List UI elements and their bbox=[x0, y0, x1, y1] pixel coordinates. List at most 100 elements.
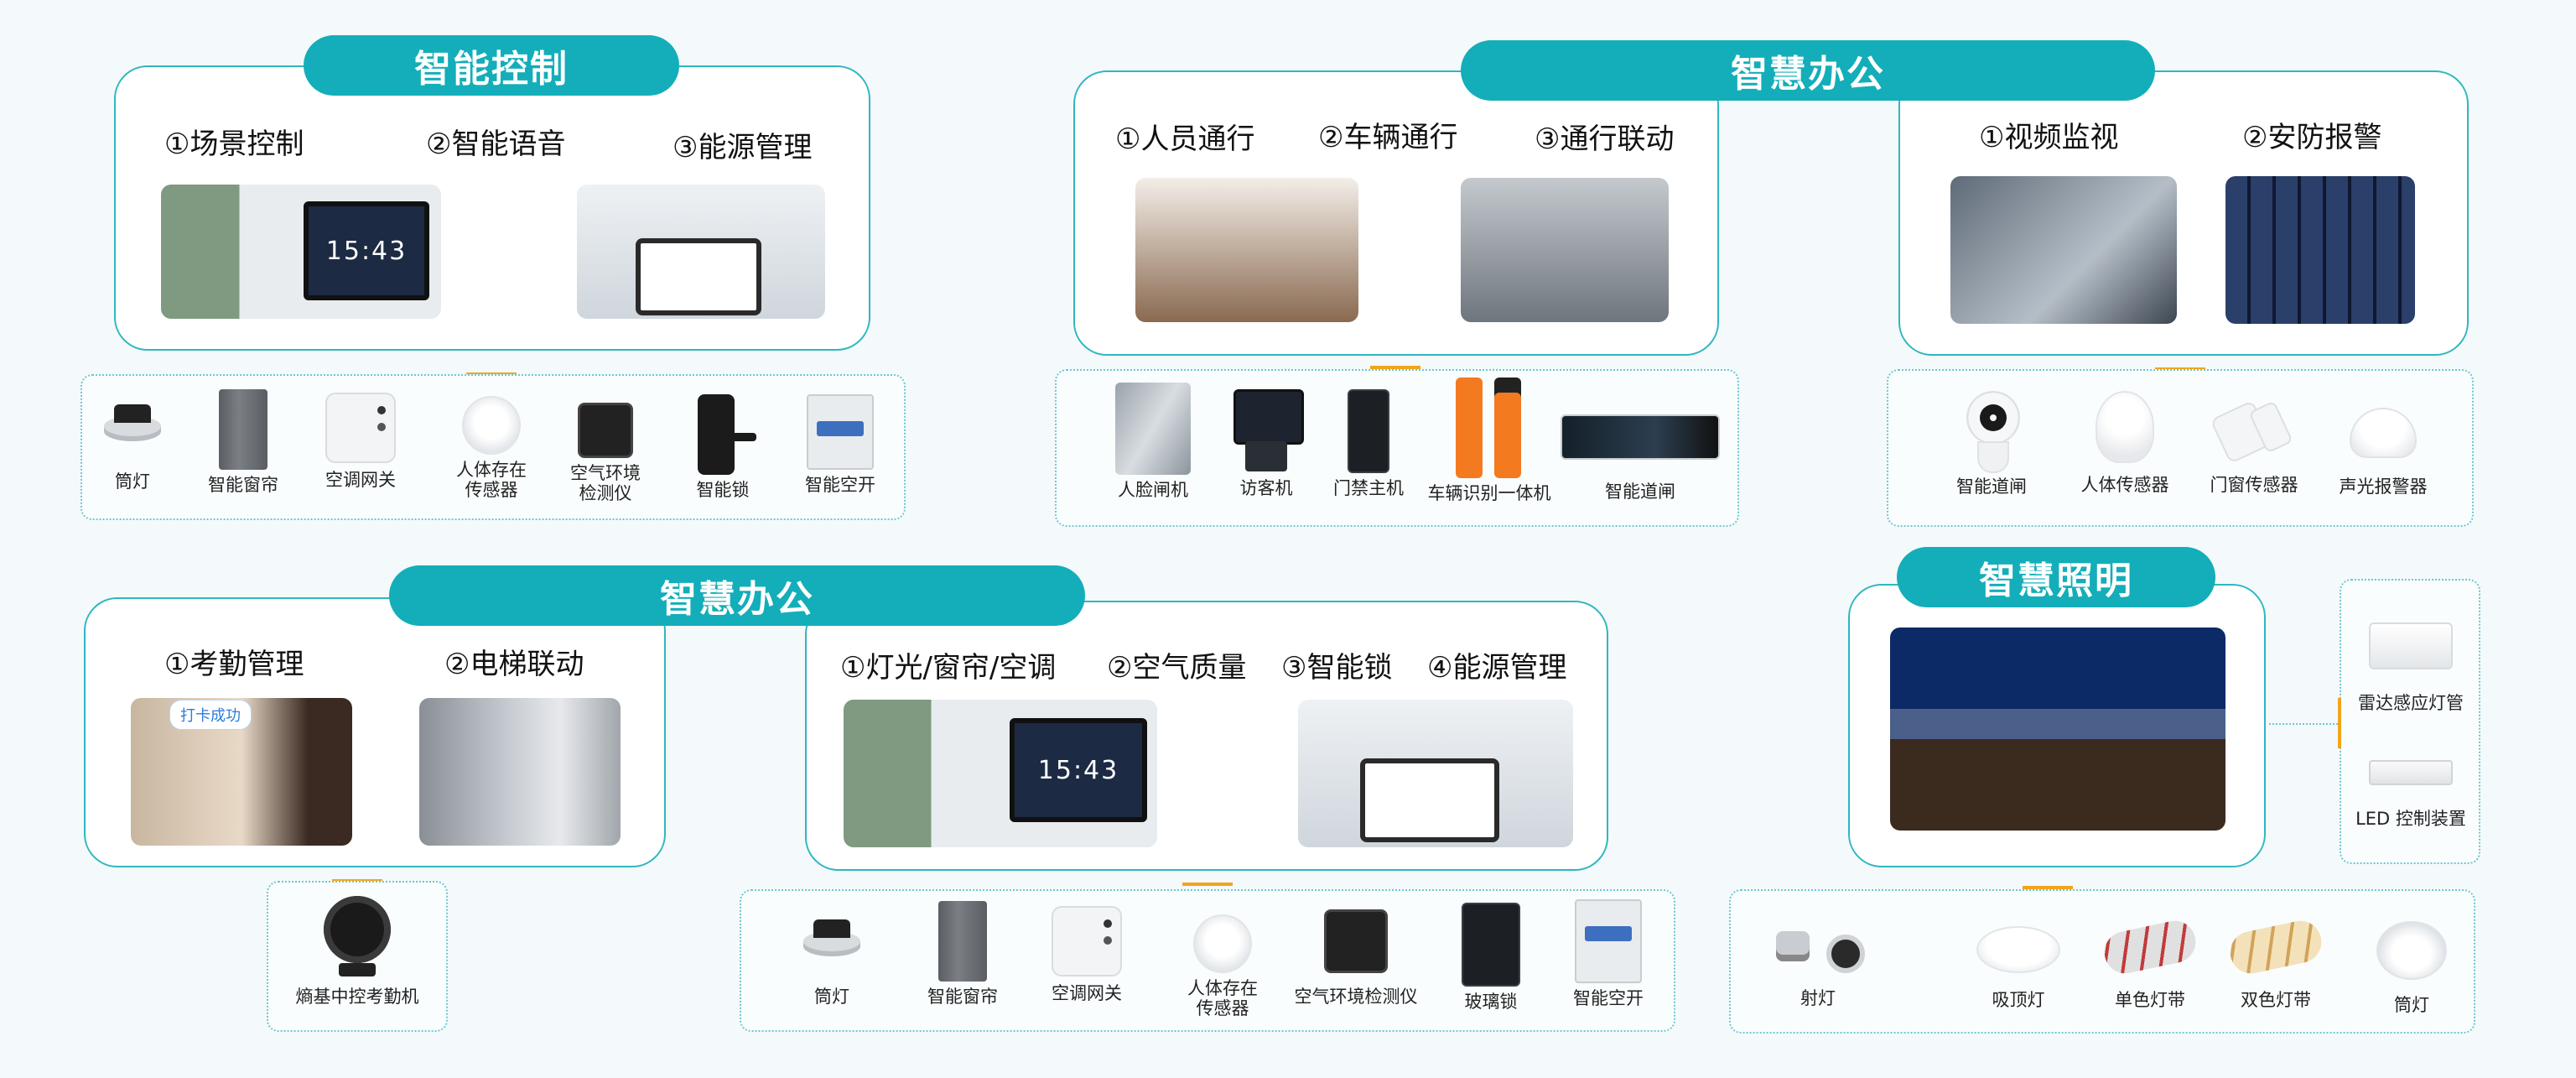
device-barrier-gate: 智能道闸 bbox=[1556, 414, 1724, 502]
curtain-icon bbox=[938, 901, 987, 982]
device-label: 智能锁 bbox=[696, 480, 750, 500]
device-label: 智能空开 bbox=[805, 475, 875, 495]
feature-personnel-access: ①人员通行 bbox=[1115, 122, 1255, 156]
device-radar-tube: 雷达感应灯管 bbox=[2348, 622, 2474, 713]
device-curtain: 智能窗帘 bbox=[921, 901, 1005, 1007]
personnel-access-photo bbox=[1135, 178, 1358, 322]
feature-voice: ②智能语音 bbox=[426, 128, 566, 161]
energy-management-photo bbox=[577, 185, 825, 319]
device-air-monitor: 空气环境 检测仪 bbox=[564, 403, 647, 503]
smart-breaker-icon bbox=[1575, 899, 1642, 983]
smart-lock-icon bbox=[698, 394, 756, 475]
device-curtain: 智能窗帘 bbox=[201, 389, 285, 495]
device-label: 玻璃锁 bbox=[1464, 992, 1518, 1012]
lpr-camera-icon bbox=[1456, 378, 1523, 478]
device-label: 智能空开 bbox=[1573, 988, 1644, 1008]
office-screen-time: 15:43 bbox=[1037, 755, 1119, 785]
feature-energy: ③能源管理 bbox=[673, 131, 813, 164]
device-motion-sensor: 人体传感器 bbox=[2075, 391, 2175, 495]
office-bottom-title: 智慧办公 bbox=[389, 565, 1085, 626]
device-label: 车辆识别一体机 bbox=[1427, 483, 1551, 503]
control-title: 智能控制 bbox=[304, 35, 679, 96]
device-access-panel: 门禁主机 bbox=[1327, 389, 1410, 498]
connector-tick bbox=[1370, 366, 1420, 369]
office-screen: 15:43 bbox=[1010, 718, 1147, 822]
camera-icon bbox=[1962, 391, 2021, 473]
device-label: 人体传感器 bbox=[2080, 475, 2169, 495]
device-ceiling-light: 吸顶灯 bbox=[1972, 926, 2064, 1010]
connector-tick bbox=[1182, 883, 1233, 886]
device-label: 吸顶灯 bbox=[1992, 990, 2045, 1010]
feature-elevator: ②电梯联动 bbox=[444, 648, 584, 681]
device-smart-breaker: 智能空开 bbox=[798, 394, 882, 495]
device-label: 人脸闸机 bbox=[1118, 480, 1188, 500]
device-label: 雷达感应灯管 bbox=[2358, 693, 2464, 713]
scene-control-photo: 15:43 bbox=[161, 185, 441, 319]
device-label: 空气环境检测仪 bbox=[1294, 987, 1418, 1007]
device-ac-gateway: 空调网关 bbox=[319, 393, 402, 490]
device-label: 筒灯 bbox=[814, 987, 849, 1007]
ac-gateway-icon bbox=[325, 393, 396, 463]
device-label: 门窗传感器 bbox=[2210, 475, 2298, 495]
glass-lock-icon bbox=[1462, 903, 1520, 987]
office-energy-photo bbox=[1298, 700, 1573, 847]
device-downlight: 筒灯 bbox=[91, 399, 174, 492]
feature-scene-control: ①场景控制 bbox=[164, 128, 304, 161]
spotlight-icon bbox=[1776, 923, 1865, 973]
mono-strip-icon bbox=[2101, 917, 2199, 977]
device-attendance-terminal: 熵基中控考勤机 bbox=[273, 896, 441, 1007]
device-label: 筒灯 bbox=[2394, 995, 2429, 1015]
lighting-title: 智慧照明 bbox=[1897, 547, 2215, 607]
connector-tick bbox=[2023, 886, 2073, 889]
control-screen: 15:43 bbox=[304, 201, 429, 300]
device-spotlight: 射灯 bbox=[1759, 923, 1877, 1008]
vehicle-lane-photo bbox=[1461, 178, 1669, 322]
device-label: 射灯 bbox=[1800, 988, 1836, 1008]
device-dual-strip: 双色灯带 bbox=[2225, 917, 2326, 1010]
device-label: 智能道闸 bbox=[1605, 482, 1675, 502]
device-label: 空气环境 检测仪 bbox=[570, 463, 641, 503]
device-led-driver: LED 控制装置 bbox=[2348, 760, 2474, 829]
motion-sensor-icon bbox=[2096, 391, 2154, 463]
device-label: 智能道闸 bbox=[1956, 477, 2027, 497]
office-top-title: 智慧办公 bbox=[1461, 40, 2155, 101]
device-camera: 智能道闸 bbox=[1945, 391, 2038, 497]
device-label: 访客机 bbox=[1239, 478, 1293, 498]
energy-tablet bbox=[636, 238, 761, 315]
device-presence-sensor: 人体存在 传感器 bbox=[449, 396, 533, 500]
device-label: 空调网关 bbox=[325, 470, 396, 490]
attendance-success-badge: 打卡成功 bbox=[169, 700, 252, 730]
scene-panel-photo: 15:43 bbox=[844, 700, 1157, 847]
door-sensor-icon bbox=[2218, 399, 2290, 458]
device-smart-lock: 智能锁 bbox=[681, 394, 765, 500]
restaurant-photo bbox=[1890, 628, 2225, 831]
device-label: 双色灯带 bbox=[2241, 990, 2311, 1010]
attendance-photo: 打卡成功 bbox=[131, 698, 352, 846]
device-label: 熵基中控考勤机 bbox=[295, 987, 419, 1007]
led-driver-icon bbox=[2369, 760, 2453, 785]
device-glass-lock: 玻璃锁 bbox=[1449, 903, 1533, 1012]
cctv-photo bbox=[1950, 176, 2177, 324]
device-label: 人体存在 传感器 bbox=[456, 460, 527, 500]
access-panel-icon bbox=[1348, 389, 1389, 473]
office-energy-tablet bbox=[1360, 758, 1499, 842]
monitoring-room-photo bbox=[2225, 176, 2415, 324]
control-screen-time: 15:43 bbox=[325, 236, 408, 266]
barrier-gate-icon bbox=[1561, 414, 1720, 460]
device-downlight: 筒灯 bbox=[790, 914, 874, 1007]
downlight-icon bbox=[99, 399, 166, 453]
face-gate-icon bbox=[1115, 383, 1191, 475]
alarm-icon bbox=[2350, 408, 2417, 458]
device-mono-strip: 单色灯带 bbox=[2100, 917, 2200, 1010]
dual-strip-icon bbox=[2226, 917, 2325, 977]
device-label: 空调网关 bbox=[1052, 983, 1122, 1003]
device-label: 声光报警器 bbox=[2339, 477, 2428, 497]
device-lpr: 车辆识别一体机 bbox=[1420, 378, 1558, 503]
downlight-icon bbox=[798, 914, 865, 968]
feature-air-quality: ②空气质量 bbox=[1107, 651, 1247, 685]
air-monitor-icon bbox=[1324, 909, 1388, 973]
downlight-icon bbox=[2376, 921, 2447, 980]
feature-video-surveillance: ①视频监视 bbox=[1979, 121, 2119, 154]
feature-light-curtain-ac: ①灯光/窗帘/空调 bbox=[840, 651, 1057, 685]
ac-gateway-icon bbox=[1052, 906, 1122, 976]
